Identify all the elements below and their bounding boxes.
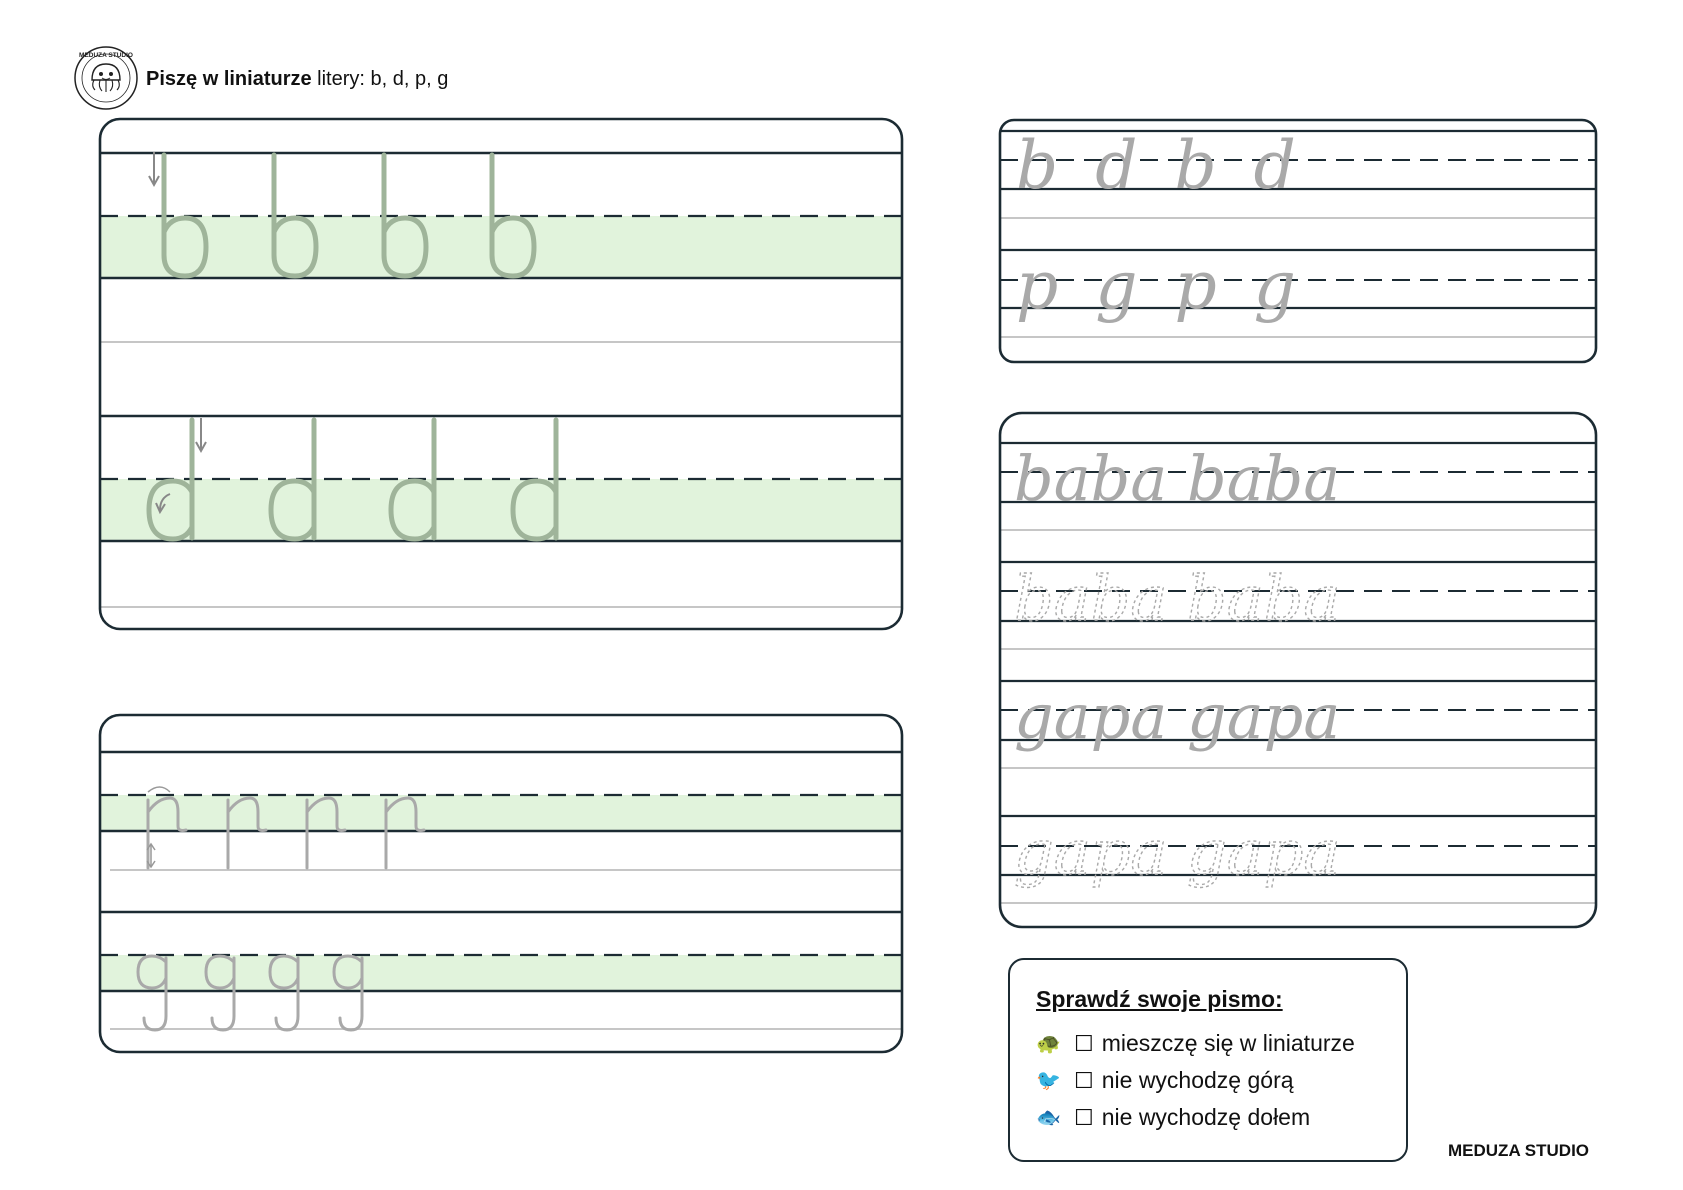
checkbox-bottom[interactable]: ☐	[1074, 1104, 1094, 1130]
title-bold: Piszę w liniaturze	[146, 68, 312, 90]
g-trace-letters	[136, 954, 364, 1032]
check-label-bottom: nie wychodzę dołem	[1101, 1104, 1311, 1130]
fish-icon: 🐟	[1036, 1107, 1061, 1129]
panel-b-d-frame	[98, 117, 904, 631]
check-item-fits[interactable]: 🐢 ☐ mieszczę się w liniaturze	[1036, 1025, 1380, 1062]
panel-right-middle: baba baba baba baba gapa gapa gapa gapa	[1000, 441, 1596, 904]
turtle-icon: 🐢	[1036, 1033, 1061, 1055]
row-bdbd: b d b d	[1016, 127, 1304, 204]
row-pgpg: p g p g	[1016, 247, 1304, 324]
b-stroke-arrow-icon	[148, 152, 160, 188]
check-item-bottom[interactable]: 🐟 ☐ nie wychodzę dołem	[1036, 1099, 1380, 1136]
logo-text: MEDUZA STUDIO	[79, 52, 133, 59]
page-title: Piszę w liniaturze litery: b, d, p, g	[146, 68, 448, 91]
row-gapa-1: gapa gapa	[1014, 680, 1340, 753]
jellyfish-logo-icon: MEDUZA STUDIO	[74, 46, 138, 110]
self-check-panel: Sprawdź swoje pismo: 🐢 ☐ mieszczę się w …	[1008, 958, 1408, 1162]
panel-right-top-frame	[998, 118, 1598, 364]
d-trace-letters	[146, 417, 559, 542]
p-trace-letters	[146, 796, 426, 870]
row-baba-1: baba baba	[1014, 442, 1340, 515]
check-label-top: nie wychodzę górą	[1101, 1067, 1294, 1093]
check-item-top[interactable]: 🐦 ☐ nie wychodzę górą	[1036, 1062, 1380, 1099]
panel-right-middle-frame	[998, 411, 1598, 929]
self-check-title: Sprawdź swoje pismo:	[1036, 986, 1283, 1012]
row-baba-2: baba baba	[1014, 562, 1340, 635]
d-stroke-arrow-icon	[155, 418, 207, 515]
panel-b-d	[100, 151, 902, 608]
panel-right-top: b d b d p g p g	[1000, 127, 1596, 338]
check-label-fits: mieszczę się w liniaturze	[1101, 1030, 1355, 1056]
panel-p-g-frame	[98, 713, 904, 1054]
p-stroke-arrow-icon	[146, 786, 171, 869]
checkbox-fits[interactable]: ☐	[1074, 1030, 1094, 1056]
meduza-logo: MEDUZA STUDIO	[72, 44, 140, 112]
b-trace-letters	[161, 152, 537, 279]
row-gapa-2: gapa gapa	[1014, 816, 1340, 889]
bird-icon: 🐦	[1036, 1070, 1061, 1092]
brand-footer: MEDUZA STUDIO	[1448, 1141, 1590, 1160]
checkbox-top[interactable]: ☐	[1074, 1067, 1094, 1093]
title-rest: litery: b, d, p, g	[311, 68, 449, 90]
